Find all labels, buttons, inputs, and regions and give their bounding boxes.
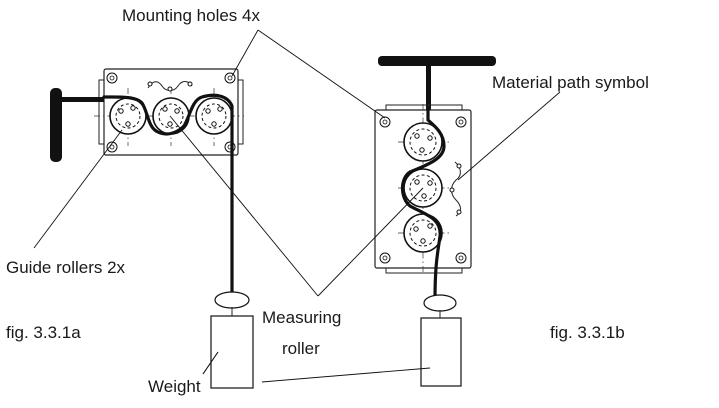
fig-b-material-path [400,108,446,302]
fig-b-vertical-bar [426,62,431,110]
fig-a-vertical-bar [50,88,62,162]
fig-a-weight [210,291,254,389]
figure-b [374,56,496,387]
fig-a-material-path [102,93,234,302]
fig-a-horizontal-bar [58,97,104,102]
fig-b-material-path-symbol [449,161,462,217]
fig-b-guide-roller-bottom [403,213,443,253]
label-mounting-holes: Mounting holes 4x [122,6,260,25]
fig-a-plate-flange-right [237,79,244,145]
fig-a-plate-flange [98,79,105,145]
fig-b-mounting-holes [379,116,467,264]
fig-a-material-path-symbol [147,81,193,92]
label-guide-rollers: Guide rollers 2x [6,258,126,277]
label-fig-a: fig. 3.3.1a [6,323,81,342]
label-weight: Weight [148,377,201,396]
fig-b-weight [420,294,462,387]
label-measuring: Measuring [262,308,341,327]
fig-a-measuring-roller [152,97,190,135]
label-material-path-symbol: Material path symbol [492,73,649,92]
fig-b-plate-flange-bottom [385,267,463,274]
label-roller: roller [282,339,320,358]
fig-b-plate-flange-top [385,104,463,111]
fig-a-guide-roller-right [195,97,233,135]
fig-b-guide-roller-top [403,122,443,162]
fig-b-horizontal-bar [378,56,496,66]
leader-lines [33,29,561,383]
label-fig-b: fig. 3.3.1b [550,323,625,342]
